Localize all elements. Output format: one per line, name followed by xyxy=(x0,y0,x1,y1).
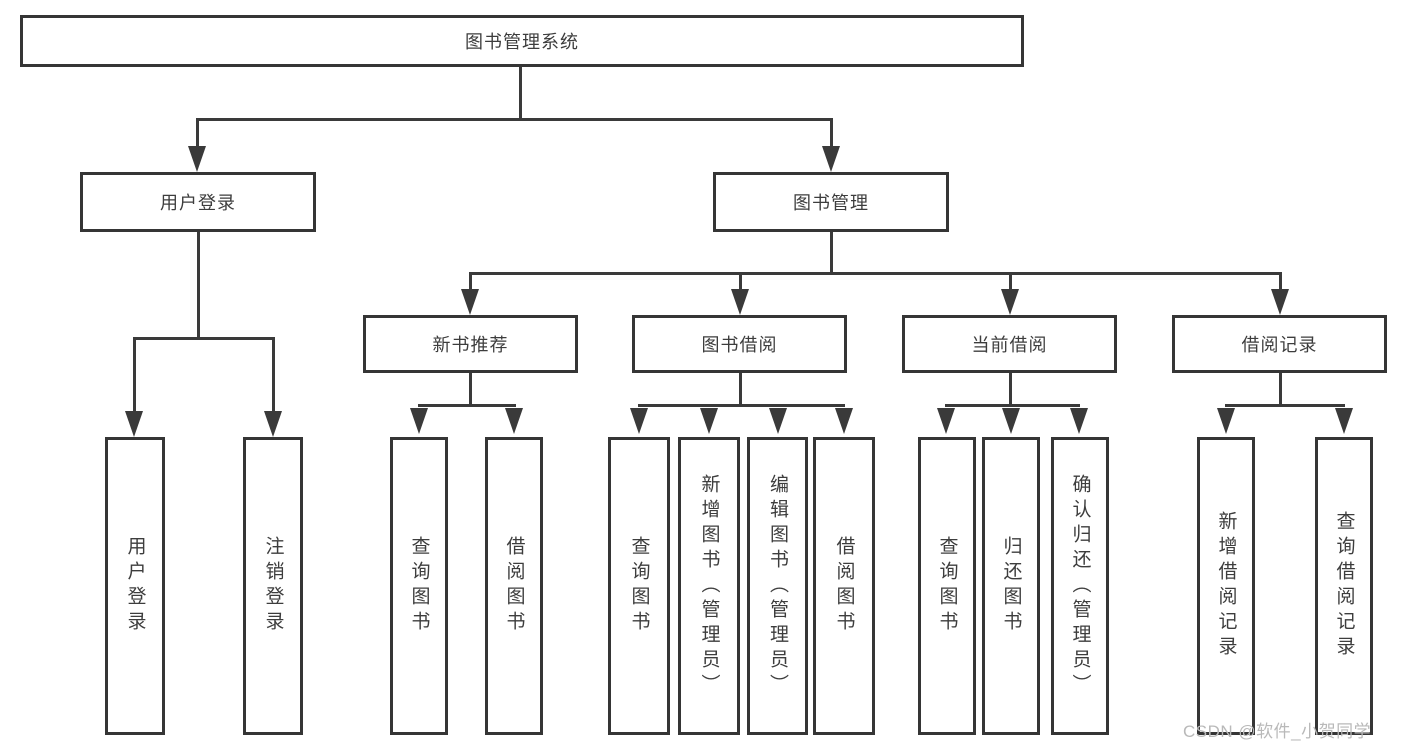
node-book-borrow-label: 图书借阅 xyxy=(701,335,778,355)
arrow-down-icon xyxy=(461,289,479,315)
connector-line xyxy=(196,119,199,147)
leaf-logout: 注销登录 xyxy=(243,437,303,735)
arrow-down-icon xyxy=(769,408,787,434)
watermark: CSDN @软件_小贺同学 xyxy=(1183,722,1372,741)
connector-line xyxy=(469,272,1281,275)
node-book-management: 图书管理 xyxy=(713,172,949,232)
connector-line xyxy=(418,404,516,407)
node-borrow-records: 借阅记录 xyxy=(1172,315,1387,373)
leaf-confirm-return-admin: 确认归还（管理员） xyxy=(1051,437,1109,735)
connector-line xyxy=(197,232,200,337)
node-root: 图书管理系统 xyxy=(20,15,1024,67)
arrow-down-icon xyxy=(731,289,749,315)
leaf-user-login: 用户登录 xyxy=(105,437,165,735)
connector-line xyxy=(830,119,833,147)
connector-line xyxy=(133,337,136,413)
node-borrow-records-label: 借阅记录 xyxy=(1241,335,1318,355)
leaf-return-books: 归还图书 xyxy=(982,437,1040,735)
leaf-query-books-recommend: 查询图书 xyxy=(390,437,448,735)
leaf-add-borrow-record: 新增借阅记录 xyxy=(1197,437,1255,735)
connector-line xyxy=(1279,272,1282,290)
connector-line xyxy=(1009,272,1012,290)
leaf-add-books-admin: 新增图书（管理员） xyxy=(678,437,740,735)
node-current-borrow-label: 当前借阅 xyxy=(971,335,1048,355)
arrow-down-icon xyxy=(1070,408,1088,434)
arrow-down-icon xyxy=(188,146,206,172)
arrow-down-icon xyxy=(937,408,955,434)
connector-line xyxy=(1279,373,1282,406)
arrow-down-icon xyxy=(1002,408,1020,434)
node-current-borrow: 当前借阅 xyxy=(902,315,1117,373)
node-book-management-label: 图书管理 xyxy=(793,193,869,213)
node-user-login: 用户登录 xyxy=(80,172,316,232)
connector-line xyxy=(519,67,522,119)
leaf-borrow-books: 借阅图书 xyxy=(813,437,875,735)
node-new-book-recommend-label: 新书推荐 xyxy=(432,335,509,355)
leaf-borrow-books-recommend: 借阅图书 xyxy=(485,437,543,735)
connector-line xyxy=(196,118,833,121)
arrow-down-icon xyxy=(700,408,718,434)
node-book-borrow: 图书借阅 xyxy=(632,315,847,373)
connector-line xyxy=(133,337,274,340)
connector-line xyxy=(739,373,742,406)
connector-line xyxy=(272,337,275,413)
leaf-query-books-borrow: 查询图书 xyxy=(608,437,670,735)
connector-line xyxy=(638,404,845,407)
arrow-down-icon xyxy=(125,411,143,437)
node-user-login-label: 用户登录 xyxy=(160,193,236,213)
connector-line xyxy=(739,272,742,290)
arrow-down-icon xyxy=(410,408,428,434)
connector-line xyxy=(469,373,472,406)
node-root-label: 图书管理系统 xyxy=(465,32,579,52)
connector-line xyxy=(945,404,1080,407)
connector-line xyxy=(830,232,833,273)
node-new-book-recommend: 新书推荐 xyxy=(363,315,578,373)
arrow-down-icon xyxy=(264,411,282,437)
connector-line xyxy=(1009,373,1012,406)
leaf-edit-books-admin: 编辑图书（管理员） xyxy=(747,437,808,735)
arrow-down-icon xyxy=(822,146,840,172)
connector-line xyxy=(1225,404,1345,407)
leaf-query-books-current: 查询图书 xyxy=(918,437,976,735)
arrow-down-icon xyxy=(1001,289,1019,315)
arrow-down-icon xyxy=(505,408,523,434)
arrow-down-icon xyxy=(1335,408,1353,434)
leaf-query-borrow-record: 查询借阅记录 xyxy=(1315,437,1373,735)
connector-line xyxy=(469,272,472,290)
arrow-down-icon xyxy=(1271,289,1289,315)
arrow-down-icon xyxy=(835,408,853,434)
arrow-down-icon xyxy=(630,408,648,434)
arrow-down-icon xyxy=(1217,408,1235,434)
